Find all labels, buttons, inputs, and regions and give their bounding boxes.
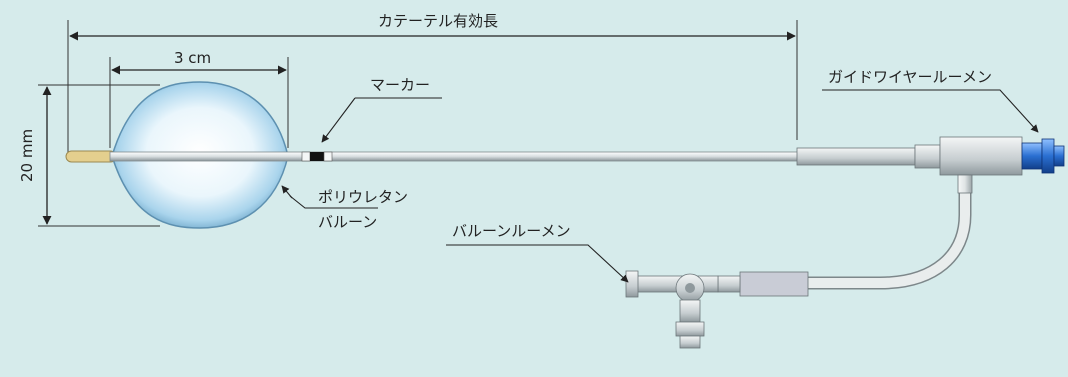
balloon-length-dimension [109,57,289,148]
guidewire-lumen-label: ガイドワイヤールーメン [828,68,992,86]
leader-lines [281,89,1039,283]
stopcock-assembly [625,270,809,349]
guidewire-luer-connector [1021,138,1065,174]
catheter-hub [796,136,1023,176]
balloon-lumen-tube [808,174,973,290]
marker-label: マーカー [370,76,431,94]
catheter-shaft [109,151,801,162]
catheter-length-label: カテーテル有効長 [378,12,499,30]
balloon-length-label: 3 cm [174,49,212,67]
radiopaque-marker [310,152,324,161]
balloon-material-label-line1: ポリウレタン [318,188,409,206]
balloon-lumen-label: バルーンルーメン [452,222,571,240]
balloon-diameter-dimension [38,84,160,227]
catheter-length-dimension [67,20,798,155]
balloon-material-label-line2: バルーン [318,213,378,231]
balloon-diameter-label: 20 mm [18,128,36,182]
catheter-tip [65,150,117,163]
